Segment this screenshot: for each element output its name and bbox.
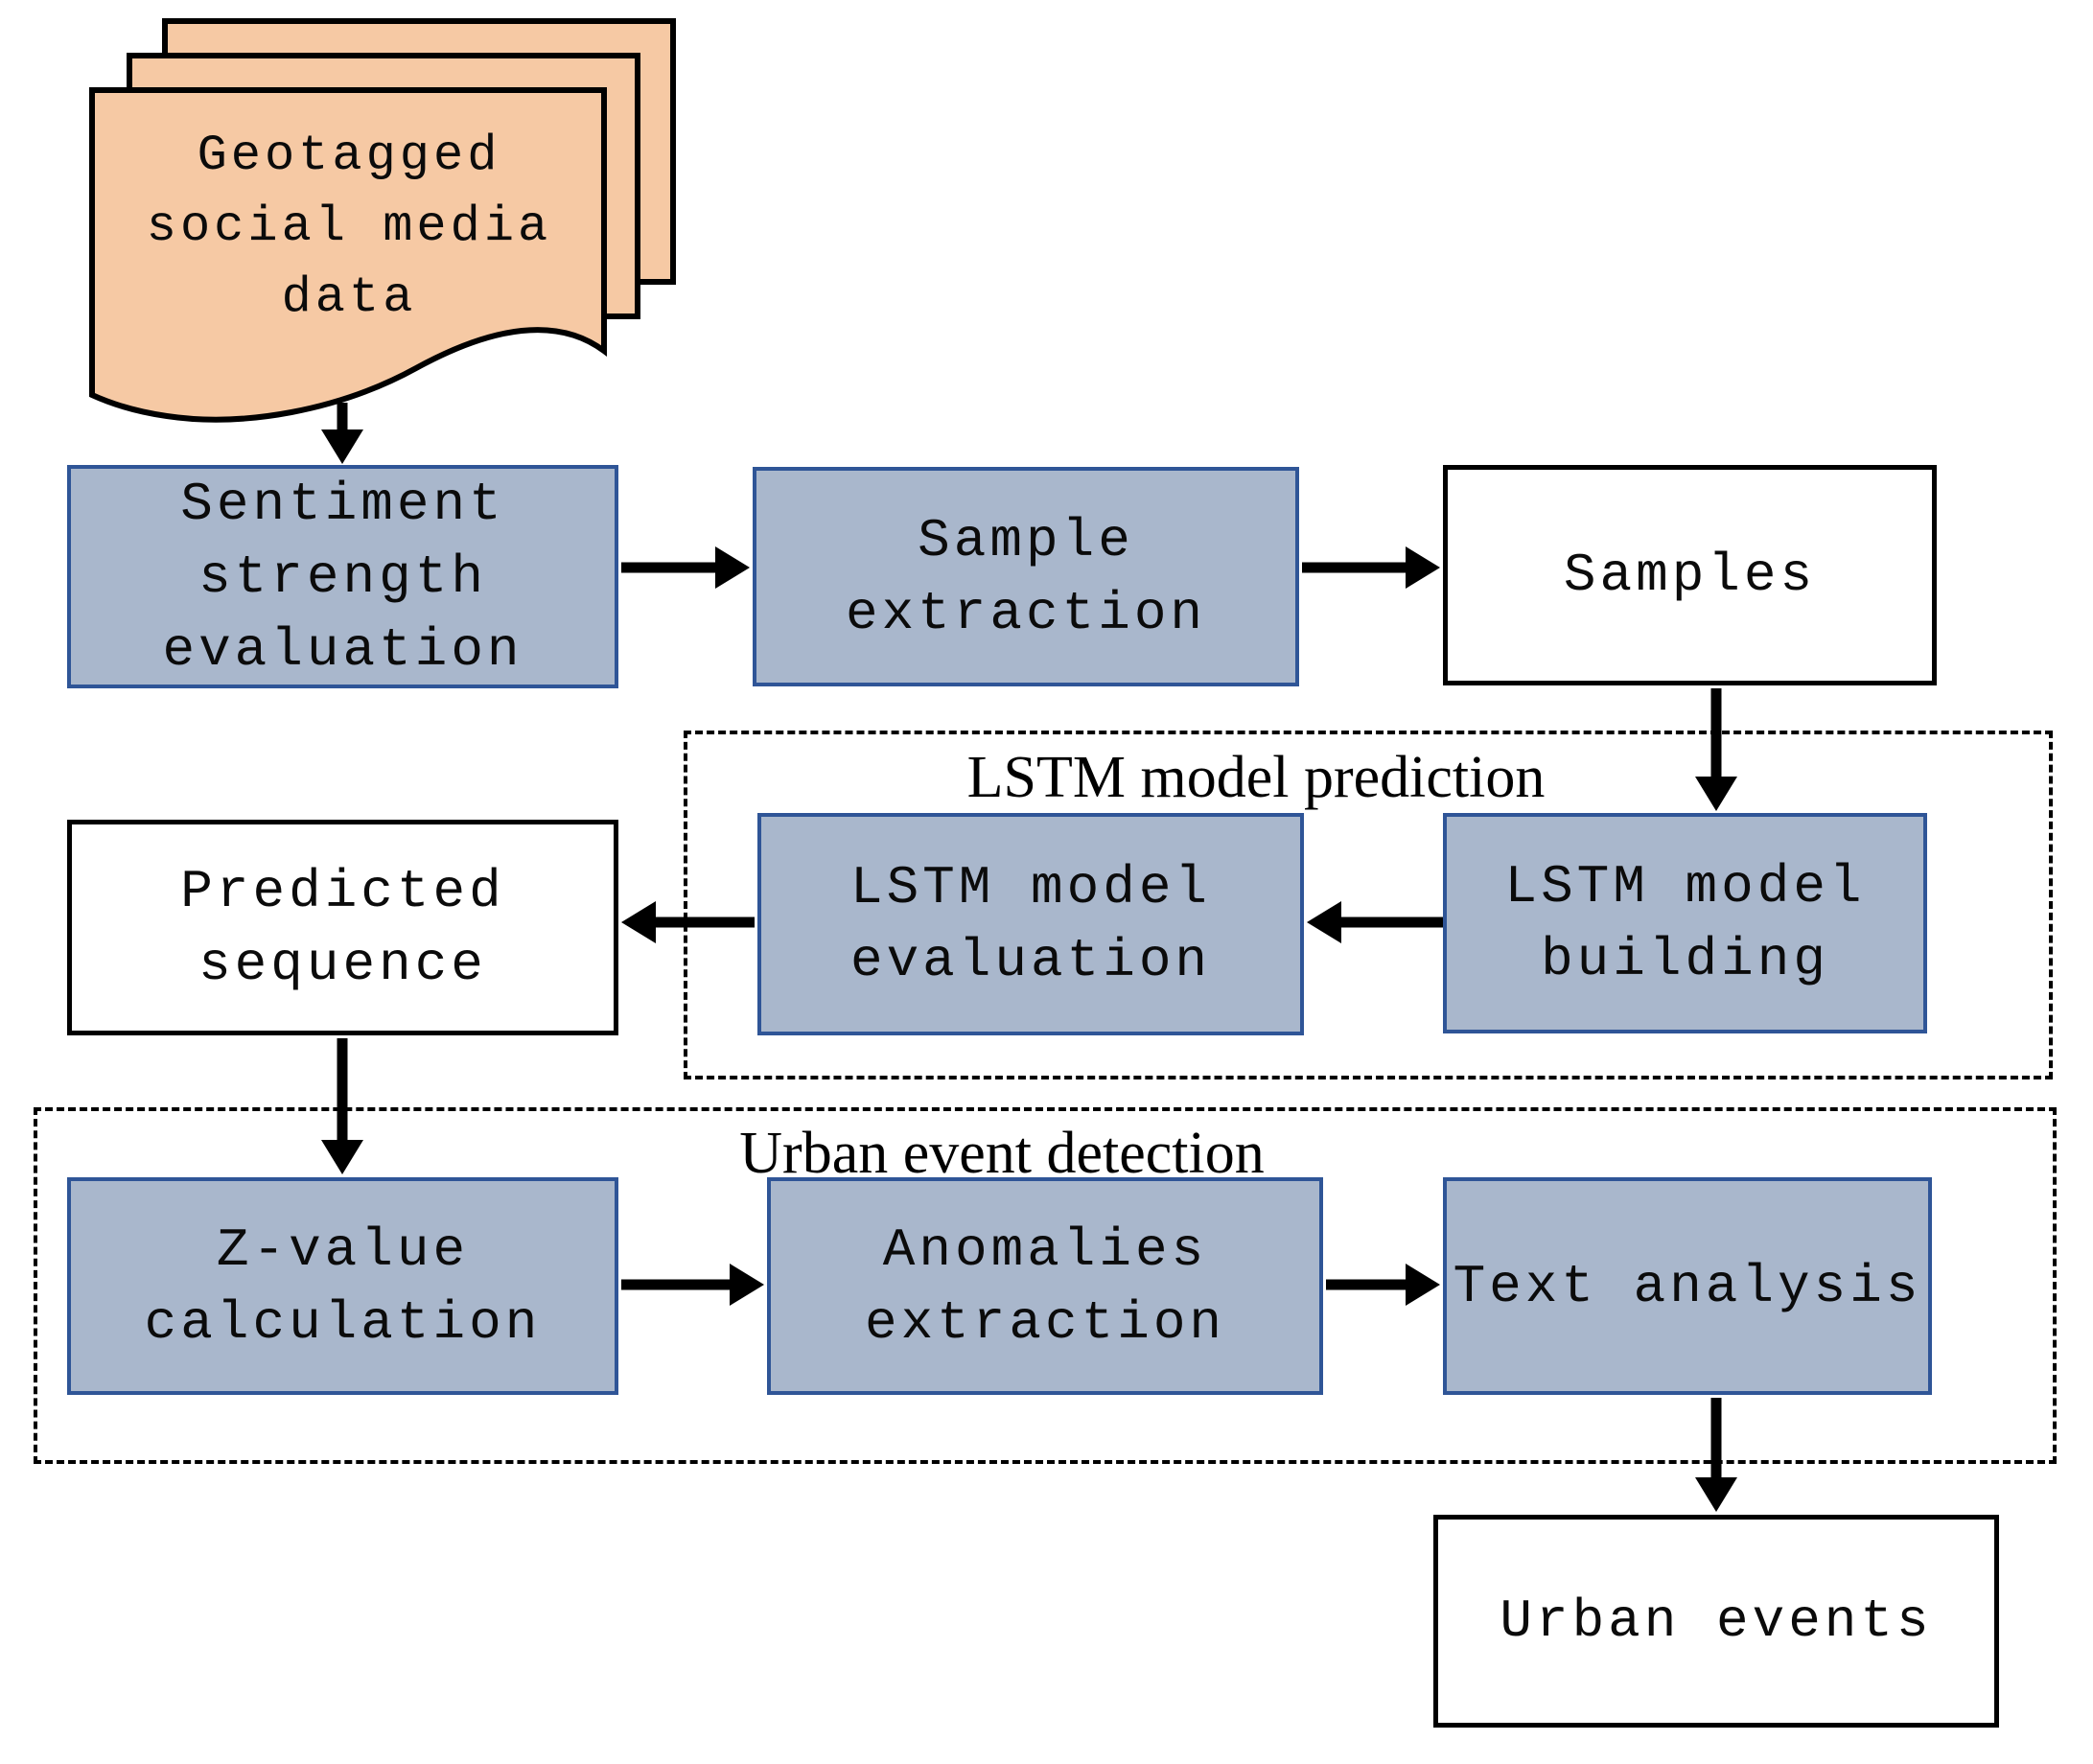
arrow-head (1307, 901, 1341, 943)
group-label-lstm-model-prediction: LSTM model prediction (966, 745, 1546, 810)
arrow-text-analysis-to-urban-events (1695, 1398, 1737, 1512)
group-lstm-model-prediction (684, 731, 2053, 1079)
node-predicted-sequence: Predicted sequence (67, 820, 618, 1035)
arrow-z-value-to-anomalies (621, 1264, 764, 1306)
arrow-head (1695, 1477, 1737, 1512)
node-lstm-model-evaluation: LSTM model evaluation (757, 813, 1304, 1035)
arrow-shaft (654, 917, 755, 928)
node-text-analysis: Text analysis (1443, 1177, 1932, 1395)
arrow-sample-extraction-to-samples (1302, 546, 1440, 589)
arrow-shaft (1326, 1279, 1407, 1290)
arrow-lstm-evaluation-to-predicted-sequence (621, 901, 755, 943)
arrow-shaft (337, 1038, 348, 1142)
node-lstm-model-building: LSTM model building (1443, 813, 1927, 1033)
node-sample-extraction: Sample extraction (753, 467, 1299, 686)
node-sentiment-strength-evaluation: Sentiment strength evaluation (67, 465, 618, 688)
arrow-predicted-sequence-to-z-value (321, 1038, 363, 1174)
document-stack-shape (89, 18, 676, 423)
arrow-head (321, 429, 363, 464)
arrow-head (621, 901, 656, 943)
document-shape-front (89, 87, 607, 423)
arrow-head (730, 1264, 764, 1306)
arrow-shaft (1302, 562, 1407, 573)
arrow-head (1406, 546, 1440, 589)
arrow-geotagged-to-sentiment (321, 403, 363, 464)
arrow-shaft (337, 403, 348, 431)
node-anomalies-extraction: Anomalies extraction (767, 1177, 1323, 1395)
arrow-shaft (621, 1279, 732, 1290)
arrow-shaft (1710, 1398, 1722, 1479)
arrow-head (1406, 1264, 1440, 1306)
arrow-head (321, 1140, 363, 1174)
arrow-samples-to-lstm-building (1695, 688, 1737, 811)
arrow-head (1695, 777, 1737, 811)
group-urban-event-detection (34, 1107, 2057, 1464)
node-label-geotagged: Geotagged social media data (146, 128, 552, 326)
arrow-shaft (621, 562, 717, 573)
node-geotagged-social-media-data: Geotagged social media data (86, 17, 683, 439)
arrow-lstm-building-to-lstm-evaluation (1307, 901, 1443, 943)
arrow-sentiment-to-sample-extraction (621, 546, 750, 589)
arrow-shaft (1339, 917, 1443, 928)
arrow-head (715, 546, 750, 589)
node-z-value-calculation: Z-value calculation (67, 1177, 618, 1395)
arrow-anomalies-to-text-analysis (1326, 1264, 1440, 1306)
node-samples: Samples (1443, 465, 1937, 685)
group-label-urban-event-detection: Urban event detection (739, 1121, 1265, 1186)
node-urban-events: Urban events (1433, 1515, 1999, 1728)
arrow-shaft (1710, 688, 1722, 778)
